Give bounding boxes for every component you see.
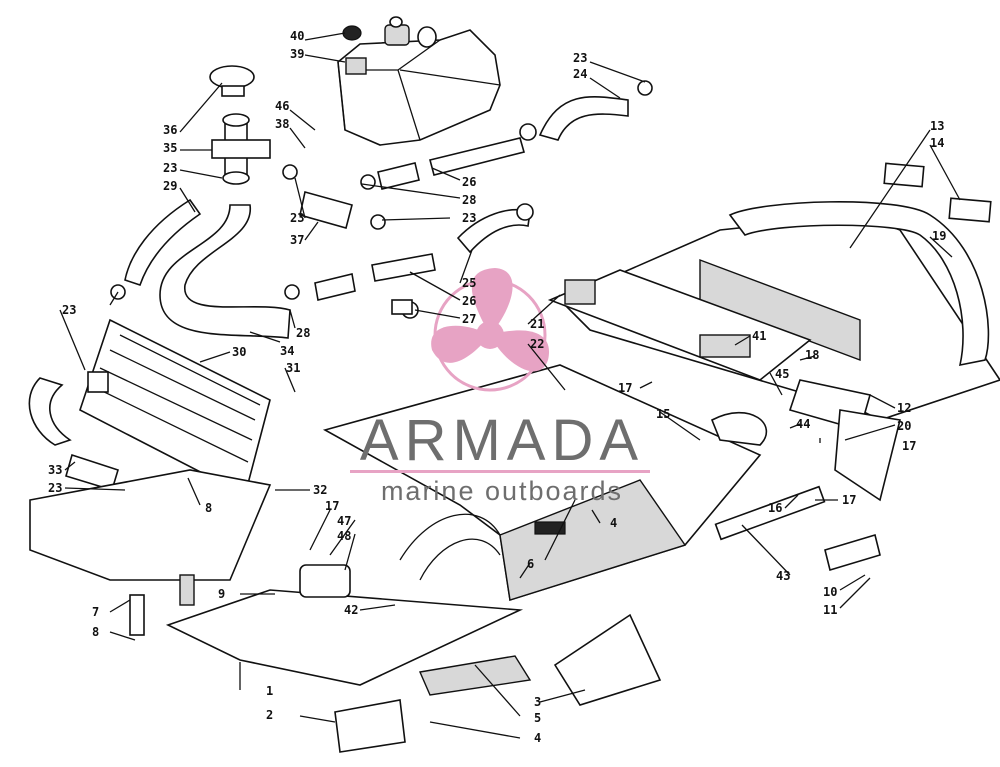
filler-neck [209, 65, 271, 185]
callout-11: 11 [823, 603, 837, 617]
callout-12: 12 [897, 401, 911, 415]
callout-34: 34 [280, 344, 294, 358]
callout-39: 39 [290, 47, 304, 61]
callout-4: 4 [610, 516, 617, 530]
callout-28: 28 [296, 326, 310, 340]
hose-clamps [93, 80, 653, 499]
callout-2: 2 [266, 708, 273, 722]
callout-26: 26 [462, 175, 476, 189]
callout-20: 20 [897, 419, 911, 433]
small-parts [87, 162, 992, 753]
coolant-tank [337, 16, 501, 146]
callout-36: 36 [163, 123, 177, 137]
callout-16: 16 [768, 501, 782, 515]
callout-9: 9 [218, 587, 225, 601]
callout-3: 3 [534, 695, 541, 709]
callout-5: 5 [534, 711, 541, 725]
leader-lines [59, 32, 961, 739]
floorboard [29, 469, 532, 696]
callout-7: 7 [92, 605, 99, 619]
callout-35: 35 [163, 141, 177, 155]
callout-17: 17 [842, 493, 856, 507]
callout-6: 6 [527, 557, 534, 571]
callout-43: 43 [776, 569, 790, 583]
callout-45: 45 [775, 367, 789, 381]
callout-25: 25 [462, 276, 476, 290]
callout-17: 17 [618, 381, 632, 395]
callout-33: 33 [48, 463, 62, 477]
callout-29: 29 [163, 179, 177, 193]
callout-21: 21 [530, 317, 544, 331]
callout-10: 10 [823, 585, 837, 599]
callout-23: 23 [163, 161, 177, 175]
callout-27: 27 [462, 312, 476, 326]
callout-23: 23 [48, 481, 62, 495]
callout-23: 23 [62, 303, 76, 317]
watermark-brand: ARMADA [360, 408, 644, 473]
callout-26: 26 [462, 294, 476, 308]
callout-23: 23 [462, 211, 476, 225]
callout-15: 15 [656, 407, 670, 421]
armada-logo: ARMADA marine outboards [350, 268, 650, 506]
callout-24: 24 [573, 67, 587, 81]
watermark-tagline: marine outboards [381, 476, 623, 506]
callout-8: 8 [92, 625, 99, 639]
callout-28: 28 [462, 193, 476, 207]
callout-37: 37 [290, 233, 304, 247]
callout-41: 41 [752, 329, 766, 343]
callout-17: 17 [325, 499, 339, 513]
tunnel [322, 364, 762, 602]
callout-18: 18 [805, 348, 819, 362]
callout-31: 31 [286, 361, 300, 375]
callout-8: 8 [205, 501, 212, 515]
callout-32: 32 [313, 483, 327, 497]
callout-46: 46 [275, 99, 289, 113]
callout-48: 48 [337, 529, 351, 543]
callout-42: 42 [344, 603, 358, 617]
callout-17: 17 [902, 439, 916, 453]
callout-22: 22 [530, 337, 544, 351]
callout-14: 14 [930, 136, 944, 150]
callout-19: 19 [932, 229, 946, 243]
rear-bumper [558, 201, 1000, 502]
callout-23: 23 [573, 51, 587, 65]
callout-30: 30 [232, 345, 246, 359]
callout-1: 1 [266, 684, 273, 698]
callout-13: 13 [930, 119, 944, 133]
callout-44: 44 [796, 417, 810, 431]
callout-4: 4 [534, 731, 541, 745]
callout-23: 23 [290, 211, 304, 225]
callout-38: 38 [275, 117, 289, 131]
callout-47: 47 [337, 514, 351, 528]
callout-40: 40 [290, 29, 304, 43]
